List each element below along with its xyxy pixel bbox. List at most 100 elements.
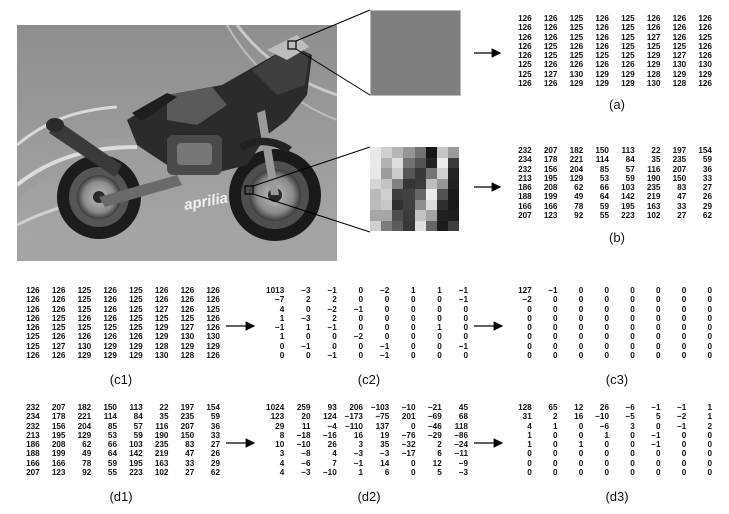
matrix-cell: 0 bbox=[578, 468, 584, 478]
matrix-cell: 0 bbox=[279, 341, 285, 351]
matrix-cell: 0 bbox=[655, 304, 661, 314]
matrix-cell: 126 bbox=[698, 14, 712, 23]
patch-pixel bbox=[370, 199, 382, 210]
matrix-cell: 102 bbox=[646, 211, 661, 221]
matrix-cell: 0 bbox=[604, 295, 609, 305]
matrix-cell: 0 bbox=[630, 458, 635, 468]
matrix-cell: 12 bbox=[574, 403, 584, 412]
matrix-cell: 126 bbox=[129, 332, 143, 342]
matrix-cell: 0 bbox=[707, 440, 712, 450]
matrix-cell: 0 bbox=[384, 295, 390, 305]
matrix-cell: 129 bbox=[154, 332, 169, 342]
matrix-cell: 0 bbox=[630, 323, 635, 333]
matrix-cell: 223 bbox=[621, 211, 635, 221]
matrix-cell: 126 bbox=[77, 332, 92, 342]
matrix-cell: 0 bbox=[630, 304, 635, 314]
matrix-cell: 20 bbox=[301, 412, 311, 422]
matrix-cell: 36 bbox=[210, 421, 220, 431]
matrix-cell: −173 bbox=[344, 412, 363, 422]
matrix-cell: 85 bbox=[107, 421, 117, 431]
matrix-cell: 0 bbox=[527, 458, 532, 468]
patch-pixel bbox=[370, 210, 382, 221]
zoom-marker-a bbox=[287, 40, 297, 50]
patch-pixel bbox=[447, 220, 459, 231]
matrix-cell: 33 bbox=[677, 201, 687, 211]
matrix-cell: 126 bbox=[543, 14, 558, 23]
matrix-cell: 126 bbox=[543, 23, 558, 33]
matrix-cell: 0 bbox=[527, 351, 532, 361]
matrix-cell: 129 bbox=[621, 79, 635, 89]
matrix-cell: 127 bbox=[51, 341, 66, 351]
caption-d3: (d3) bbox=[605, 489, 629, 504]
patch-pixel bbox=[403, 157, 415, 168]
patch-pixel bbox=[392, 147, 404, 158]
matrix-cell: 1 bbox=[707, 412, 712, 422]
matrix-cell: 1 bbox=[358, 468, 363, 478]
matrix-cell: 33 bbox=[185, 458, 195, 468]
matrix-cell: 83 bbox=[677, 183, 687, 193]
matrix-cell: 92 bbox=[574, 211, 584, 221]
matrix-cell: 0 bbox=[552, 332, 558, 342]
matrix-cell: 1 bbox=[527, 440, 532, 450]
matrix-cell: 47 bbox=[185, 449, 195, 459]
patch-pixel bbox=[392, 210, 404, 221]
matrix-cell: 188 bbox=[26, 449, 40, 459]
matrix-cell: 0 bbox=[630, 295, 635, 305]
matrix-cell: 3 bbox=[279, 449, 285, 459]
matrix-cell: 1 bbox=[279, 332, 285, 342]
matrix-cell: 195 bbox=[129, 458, 143, 468]
matrix-cell: 126 bbox=[180, 304, 195, 314]
patch-pixel bbox=[392, 157, 404, 168]
matrix-cell: 0 bbox=[527, 313, 532, 323]
matrix-cell: −76 bbox=[401, 430, 416, 440]
matrix-cell: 128 bbox=[518, 403, 532, 412]
matrix-cell: 199 bbox=[543, 192, 558, 202]
zoom-patch-a bbox=[370, 10, 461, 96]
matrix-cell: 195 bbox=[543, 173, 558, 183]
matrix-cell: 130 bbox=[206, 332, 220, 342]
matrix-cell: 130 bbox=[646, 79, 661, 89]
matrix-cell: −2 bbox=[353, 332, 363, 342]
matrix-cell: 49 bbox=[574, 192, 584, 202]
matrix-cell: 126 bbox=[595, 14, 609, 23]
matrix-cell: 7 bbox=[332, 458, 337, 468]
matrix-cell: 0 bbox=[410, 323, 416, 333]
matrix-cell: 5 bbox=[437, 468, 442, 478]
matrix-cell: 178 bbox=[51, 412, 66, 422]
matrix-cell: −1 bbox=[651, 403, 661, 412]
matrix-cell: 126 bbox=[698, 23, 712, 33]
matrix-cell: 207 bbox=[51, 403, 66, 412]
matrix-cell: −1 bbox=[651, 430, 661, 440]
matrix-cell: −1 bbox=[458, 341, 468, 351]
matrix-cell: 125 bbox=[569, 14, 584, 23]
matrix-cell: 53 bbox=[599, 173, 609, 183]
matrix-cell: 129 bbox=[646, 51, 661, 61]
patch-pixel bbox=[425, 157, 437, 168]
matrix-cell: 0 bbox=[410, 468, 416, 478]
matrix-cell: 126 bbox=[543, 79, 558, 89]
matrix-cell: −1 bbox=[458, 295, 468, 305]
matrix-cell: 27 bbox=[677, 211, 687, 221]
matrix-cell: 29 bbox=[702, 201, 712, 211]
matrix-cell: −110 bbox=[345, 421, 363, 431]
matrix-cell: −1 bbox=[458, 286, 468, 295]
matrix-cell: 125 bbox=[672, 41, 687, 51]
matrix-cell: 26 bbox=[702, 192, 712, 202]
matrix-cell: 0 bbox=[681, 449, 687, 459]
matrix-cell: 0 bbox=[630, 332, 635, 342]
matrix-cell: −16 bbox=[322, 430, 337, 440]
matrix-cell: 126 bbox=[103, 286, 117, 295]
matrix-cell: 0 bbox=[463, 332, 468, 342]
matrix-cell: 125 bbox=[621, 32, 635, 42]
matrix-cell: 0 bbox=[655, 421, 661, 431]
matrix-cell: 0 bbox=[604, 468, 609, 478]
matrix-cell: −3 bbox=[458, 468, 468, 478]
matrix-cell: −1 bbox=[353, 304, 363, 314]
matrix-cell: 125 bbox=[77, 286, 92, 295]
matrix-cell: 59 bbox=[210, 412, 220, 422]
matrix-cell: 0 bbox=[410, 313, 416, 323]
matrix-cell: 0 bbox=[384, 323, 390, 333]
patch-pixel bbox=[436, 147, 448, 158]
matrix-cell: 27 bbox=[210, 440, 220, 450]
matrix-cell: −1 bbox=[353, 458, 363, 468]
